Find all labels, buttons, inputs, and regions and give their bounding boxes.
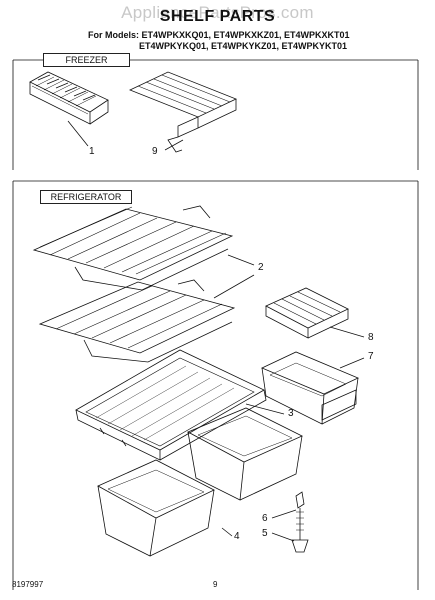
wire-shelf-lower-part: [38, 279, 236, 363]
leader-line-1: [67, 120, 89, 147]
callout-5: 5: [262, 528, 268, 539]
callout-2: 2: [258, 262, 264, 273]
freezer-section-label: FREEZER: [43, 53, 130, 67]
refrigerator-section-label: REFRIGERATOR: [40, 190, 132, 204]
leader-line-5: [271, 532, 295, 542]
callout-8: 8: [368, 332, 374, 343]
callout-9: 9: [152, 146, 158, 157]
callout-6: 6: [262, 513, 268, 524]
wire-shelf-upper-part: [32, 205, 234, 291]
leader-line-4: [221, 527, 233, 537]
leader-line-2a: [227, 254, 255, 266]
leader-line-2b: [213, 274, 255, 299]
freezer-section-frame: [12, 59, 419, 170]
leader-line-7: [339, 357, 365, 369]
callout-1: 1: [89, 146, 95, 157]
model-list-line-1: For Models: ET4WPKXKQ01, ET4WPKXKZ01, ET…: [88, 30, 350, 40]
small-wire-shelf-part: [265, 287, 349, 339]
callout-7: 7: [368, 351, 374, 362]
document-number: 8197997: [12, 580, 44, 589]
model-list-line-2: ET4WPKYKQ01, ET4WPKYKZ01, ET4WPKYKT01: [139, 41, 348, 51]
leader-line-9: [164, 139, 184, 151]
refrigerator-section-frame: [12, 180, 419, 590]
leader-line-3: [245, 403, 285, 415]
crisper-drawer-right-part: [187, 407, 303, 501]
freezer-shelf-part: [128, 71, 238, 153]
page-title: SHELF PARTS: [159, 8, 276, 25]
glass-shelf-part: [75, 349, 267, 461]
page-number: 9: [213, 580, 218, 589]
crisper-drawer-left-part: [97, 459, 215, 557]
leader-line-6: [271, 509, 297, 519]
shelf-support-part: [291, 491, 309, 553]
callout-3: 3: [288, 408, 294, 419]
deli-drawer-part: [261, 351, 359, 425]
callout-4: 4: [234, 531, 240, 542]
ice-tray-part: [29, 71, 109, 125]
watermark: AppliancePartsPros.com: [121, 3, 314, 22]
leader-line-8: [329, 326, 365, 338]
